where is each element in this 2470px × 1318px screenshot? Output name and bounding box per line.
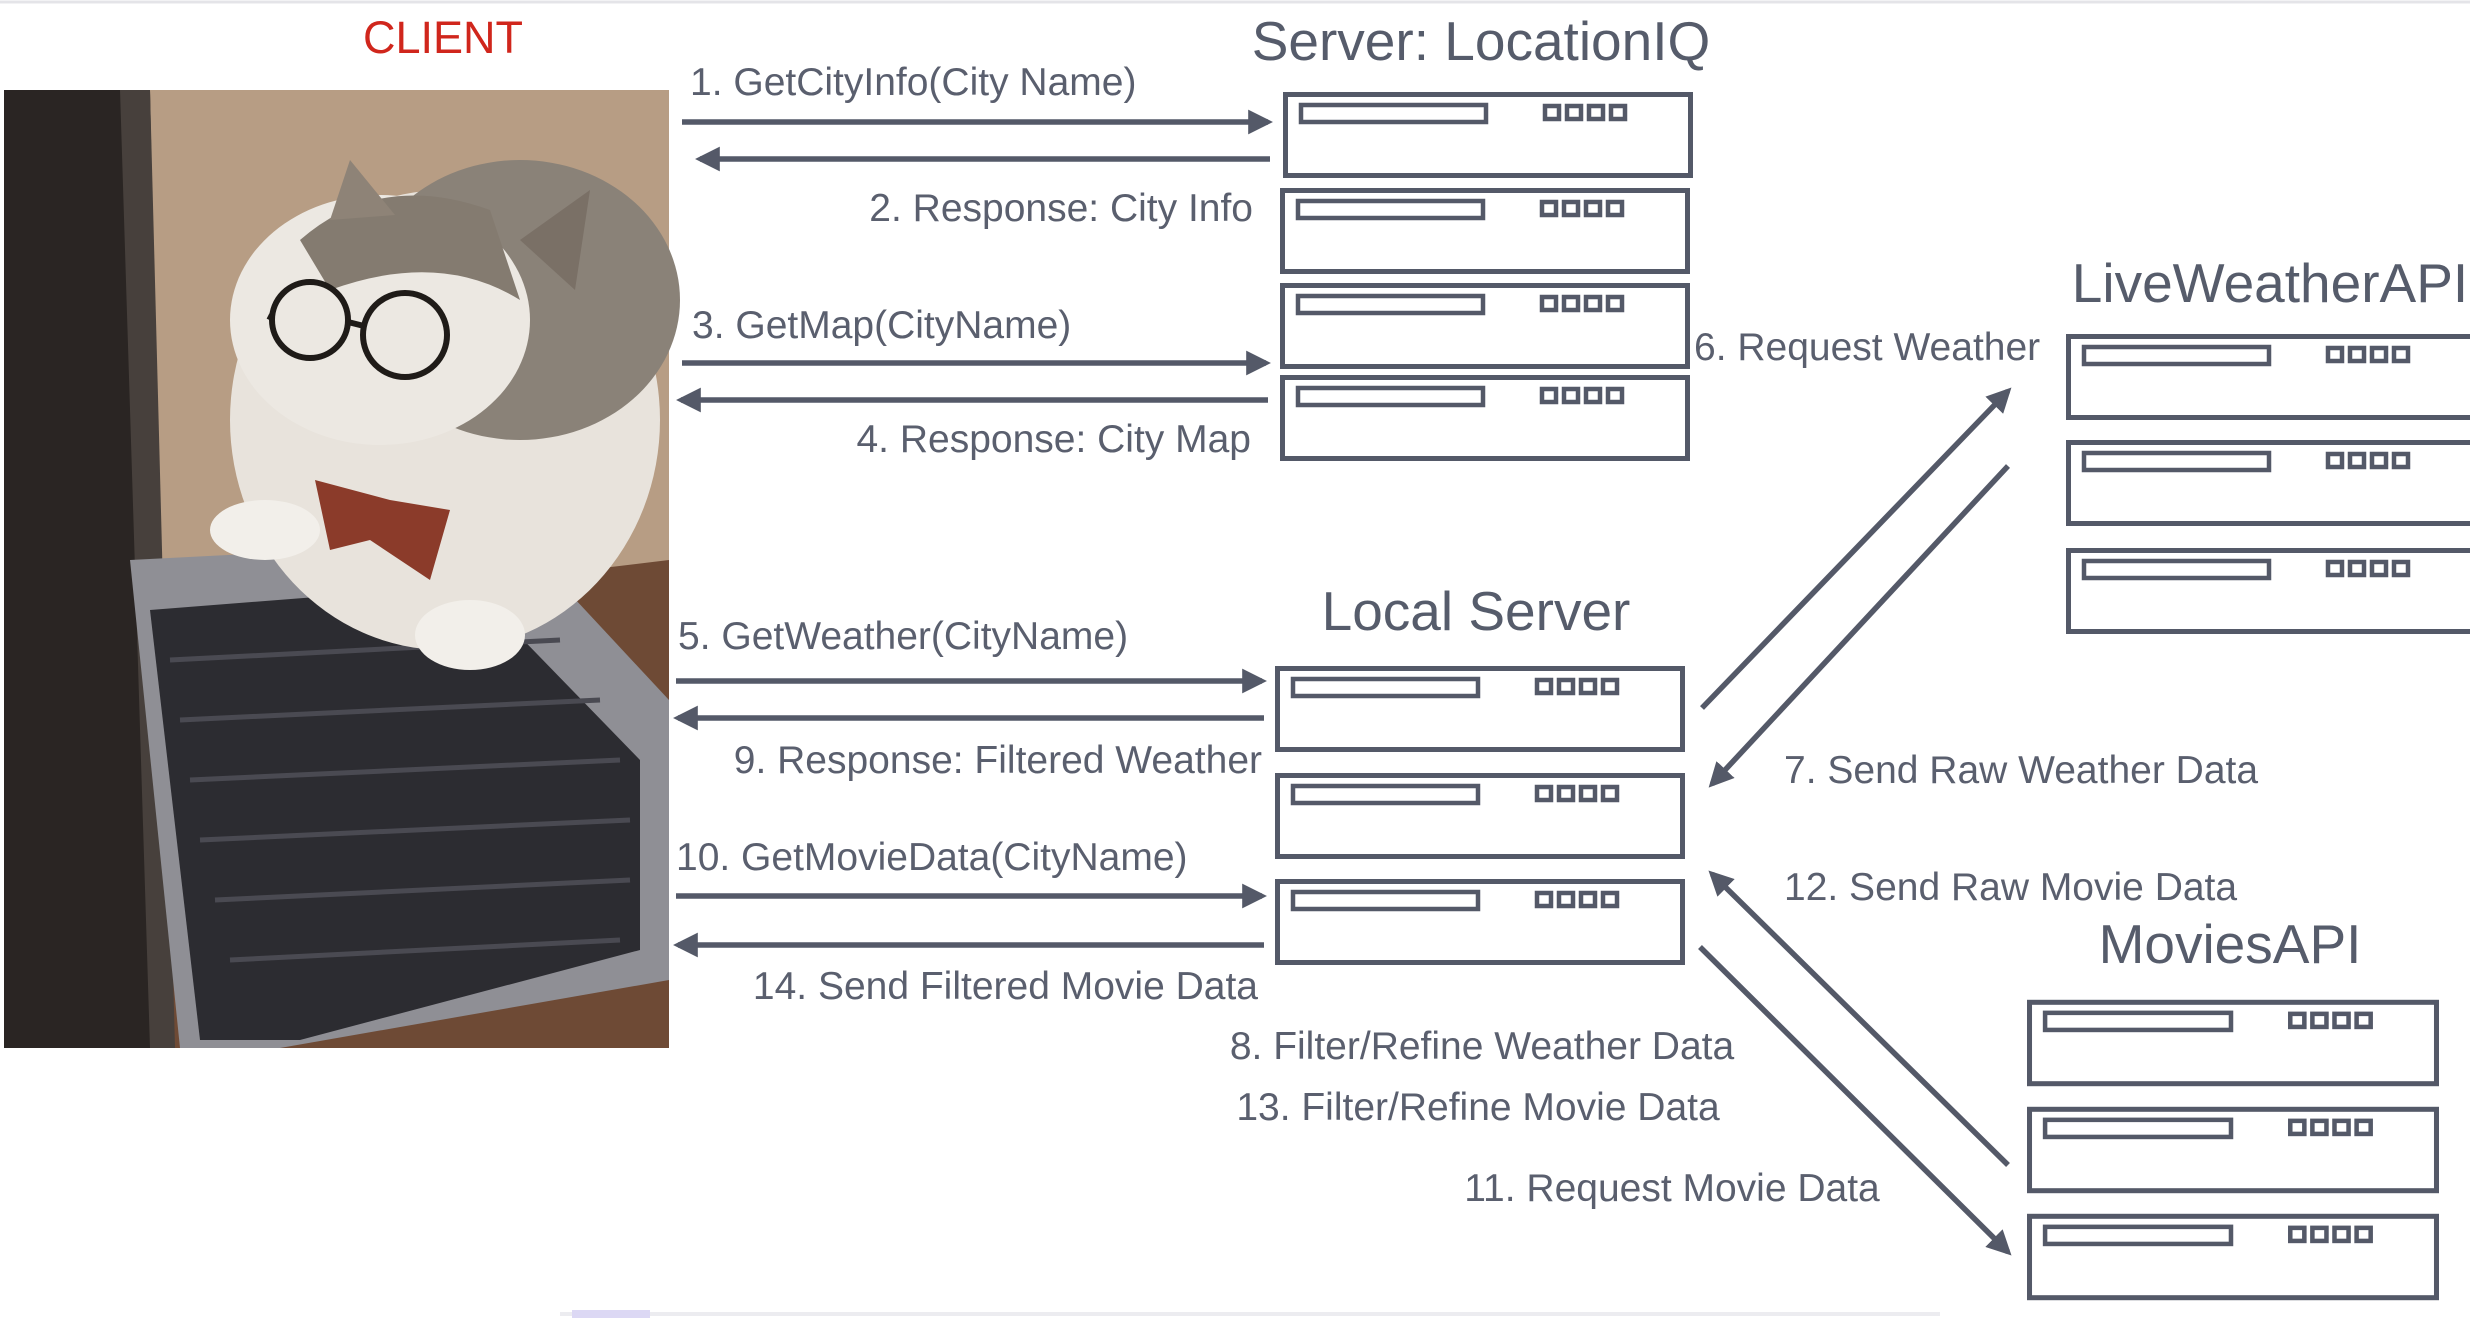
- movies-api-server-stack: [2030, 1002, 2437, 1297]
- step-13-label: 13. Filter/Refine Movie Data: [1236, 1086, 1720, 1129]
- movies-rack-unit: [2030, 1216, 2437, 1297]
- step-9-label: 9. Response: Filtered Weather: [734, 739, 1262, 782]
- locationiq-rack-unit: [1286, 95, 1691, 176]
- weather-rack-unit: [2069, 337, 2470, 418]
- weather-api-title: LiveWeatherAPI: [2072, 252, 2468, 314]
- movies-rack-unit: [2030, 1109, 2437, 1190]
- local-rack-unit: [1278, 669, 1683, 750]
- step-7-label: 7. Send Raw Weather Data: [1784, 749, 2258, 792]
- weather-api-server-stack: [2069, 337, 2470, 632]
- local-server-title: Local Server: [1322, 580, 1631, 642]
- step-14-label: 14. Send Filtered Movie Data: [753, 965, 1258, 1008]
- step-2-label: 2. Response: City Info: [869, 187, 1253, 230]
- locationiq-title: Server: LocationIQ: [1252, 10, 1711, 72]
- step-5-label: 5. GetWeather(CityName): [678, 615, 1128, 658]
- locationiq-rack-unit: [1283, 191, 1688, 272]
- client-photo: [4, 90, 680, 1048]
- arrow-step-6: [1700, 387, 2012, 710]
- step-8-label: 8. Filter/Refine Weather Data: [1230, 1025, 1735, 1068]
- step-4-label: 4. Response: City Map: [856, 418, 1251, 461]
- step-12-label: 12. Send Raw Movie Data: [1784, 866, 2237, 909]
- movies-rack-unit: [2030, 1002, 2437, 1083]
- arrow-step-7: [1708, 464, 2011, 788]
- weather-rack-unit: [2069, 551, 2470, 632]
- bottom-indicator: [572, 1310, 650, 1318]
- arrow-step-11: [1698, 945, 2012, 1256]
- step-1-label: 1. GetCityInfo(City Name): [690, 61, 1136, 104]
- locationiq-rack-unit: [1283, 378, 1688, 459]
- step-11-label: 11. Request Movie Data: [1464, 1167, 1880, 1210]
- step-6-label: 6. Request Weather: [1694, 326, 2040, 369]
- client-title: CLIENT: [363, 12, 523, 63]
- local-rack-unit: [1278, 776, 1683, 857]
- step-3-label: 3. GetMap(CityName): [692, 304, 1071, 347]
- locationiq-rack-unit: [1283, 286, 1688, 367]
- movies-api-title: MoviesAPI: [2099, 913, 2362, 975]
- local-rack-unit: [1278, 882, 1683, 963]
- weather-rack-unit: [2069, 443, 2470, 524]
- step-10-label: 10. GetMovieData(CityName): [676, 836, 1188, 879]
- local-server-stack: [1278, 669, 1683, 963]
- arrow-step-12: [1708, 870, 2010, 1167]
- locationiq-server-stack: [1283, 95, 1691, 459]
